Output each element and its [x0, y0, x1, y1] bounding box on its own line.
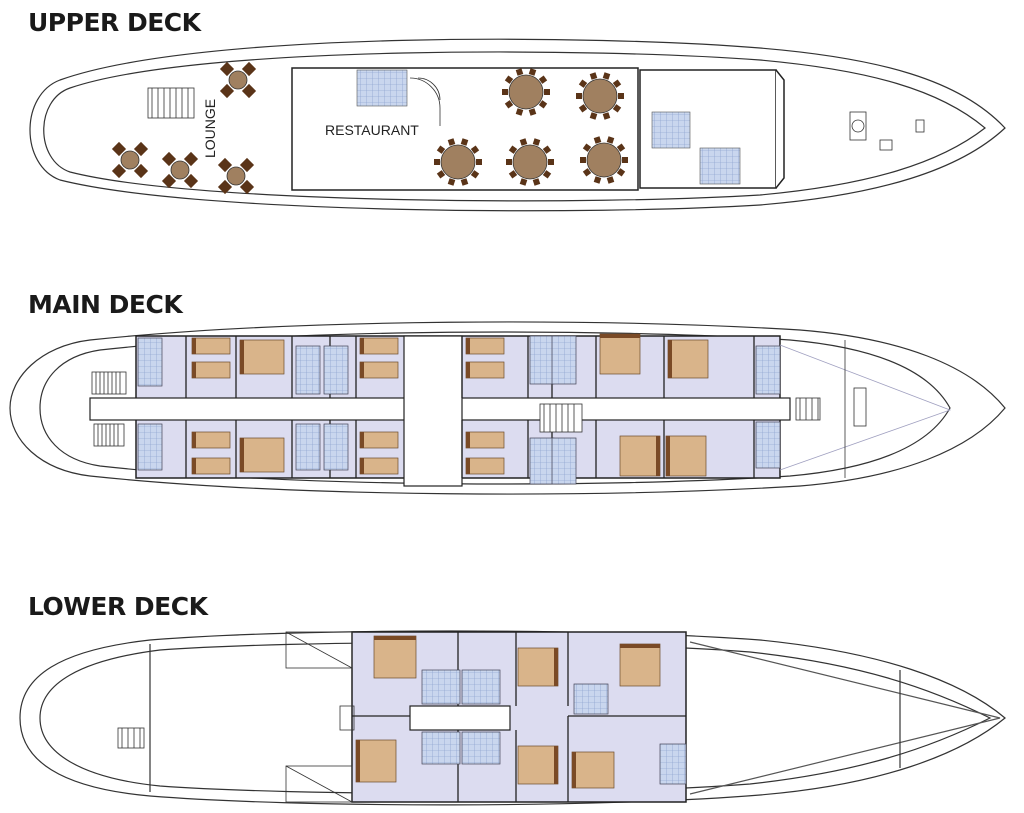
bathroom — [461, 731, 501, 765]
bathroom — [295, 423, 321, 471]
bed — [191, 431, 231, 449]
bed — [359, 457, 399, 475]
bed — [191, 457, 231, 475]
round-table — [576, 72, 624, 120]
bed — [465, 337, 505, 355]
lounge-table — [161, 151, 199, 189]
round-table — [506, 138, 554, 186]
bed — [667, 339, 709, 379]
bed — [359, 431, 399, 449]
round-table — [580, 136, 628, 184]
bathroom — [137, 423, 163, 471]
bed — [619, 643, 661, 687]
main-foyer — [403, 335, 463, 487]
main-deck-title: MAIN DECK — [28, 290, 183, 319]
main-bathrooms — [137, 335, 781, 485]
round-table — [434, 138, 482, 186]
bed — [599, 333, 641, 375]
bed — [465, 361, 505, 379]
lower-beds — [355, 635, 661, 789]
bathroom — [529, 335, 555, 385]
bed — [359, 337, 399, 355]
bathroom — [421, 669, 461, 705]
bathroom — [137, 337, 163, 387]
upper-staircase — [147, 77, 441, 126]
bed — [465, 431, 505, 449]
main-hull — [9, 321, 1006, 495]
bathroom — [323, 345, 349, 395]
bathroom — [295, 345, 321, 395]
restaurant-tables — [434, 68, 628, 186]
main-beds — [191, 333, 709, 477]
upper-toilets — [356, 69, 741, 185]
lounge-table — [217, 157, 255, 195]
main-deck-plan — [9, 321, 1006, 495]
lower-bathrooms — [421, 669, 687, 785]
bed — [355, 739, 397, 783]
bathroom — [551, 335, 577, 385]
bathroom — [529, 437, 555, 485]
lower-hatches — [117, 631, 355, 803]
main-stairs — [91, 371, 821, 447]
round-table — [502, 68, 550, 116]
bed — [373, 635, 417, 679]
bathroom — [755, 345, 781, 395]
bathroom — [573, 683, 609, 715]
bathroom — [421, 731, 461, 765]
bed — [239, 437, 285, 473]
bathroom — [323, 423, 349, 471]
bed — [517, 745, 559, 785]
bed — [359, 361, 399, 379]
bed — [465, 457, 505, 475]
bed — [191, 361, 231, 379]
bathroom — [659, 743, 687, 785]
bed — [517, 647, 559, 687]
bathroom — [551, 437, 577, 485]
bed — [191, 337, 231, 355]
lounge-label: LOUNGE — [202, 99, 218, 158]
bathroom — [461, 669, 501, 705]
bed — [665, 435, 707, 477]
bathroom — [755, 421, 781, 469]
restaurant-label: RESTAURANT — [325, 122, 419, 138]
bed — [571, 751, 615, 789]
main-bow-details — [779, 340, 952, 478]
lower-deck-title: LOWER DECK — [28, 592, 208, 621]
upper-hull — [29, 38, 1006, 212]
lower-corridor — [409, 705, 511, 731]
bow-equipment — [849, 111, 925, 151]
upper-deck-plan: LOUNGE RESTAURANT — [29, 38, 1006, 212]
upper-deck-title: UPPER DECK — [28, 8, 201, 37]
bed — [619, 435, 661, 477]
bed — [239, 339, 285, 375]
